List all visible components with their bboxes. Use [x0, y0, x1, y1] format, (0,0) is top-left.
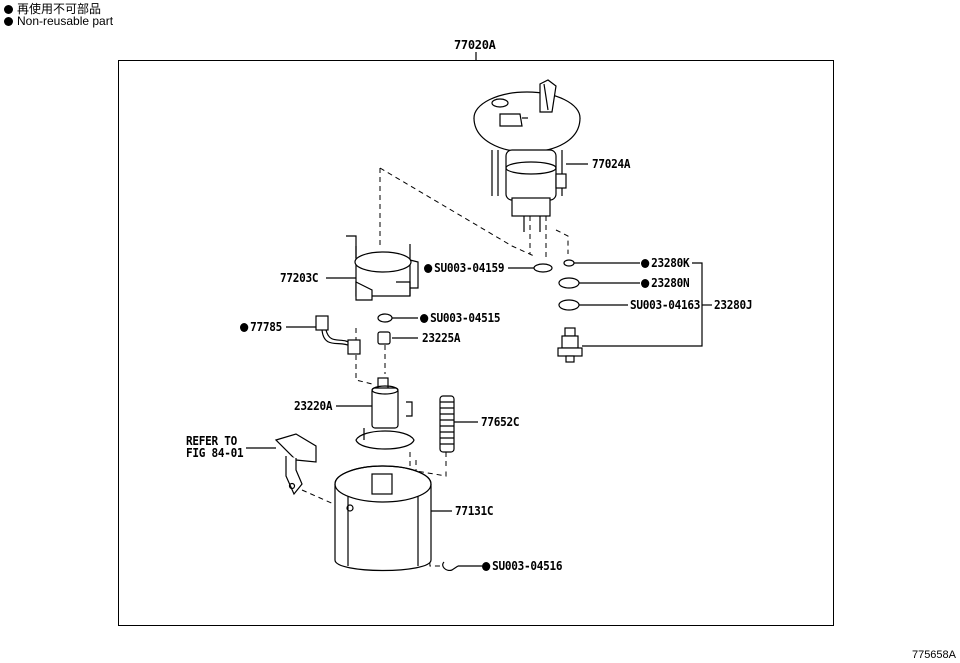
- assembly-label: 77020A: [454, 38, 496, 52]
- part-label-77785: 77785: [240, 320, 282, 334]
- non-reusable-bullet-icon: [641, 279, 650, 288]
- part-label-SU003-04516: SU003-04516: [482, 559, 562, 573]
- part-label-77131C: 77131C: [455, 504, 494, 518]
- part-label-77652C: 77652C: [481, 415, 520, 429]
- part-label-77024A: 77024A: [592, 157, 631, 171]
- non-reusable-bullet-icon: [420, 314, 429, 323]
- part-label-SU003-04159: SU003-04159: [424, 261, 504, 275]
- part-label-23280J: 23280J: [714, 298, 753, 312]
- gasket-23280K: [563, 259, 575, 267]
- non-reusable-bullet-icon: [240, 323, 249, 332]
- part-label-23225A: 23225A: [422, 331, 461, 345]
- legend-jp-text: 再使用不可部品: [17, 2, 102, 16]
- part-label-23280K: 23280K: [641, 256, 690, 270]
- reference-label-line2: FIG 84-01: [186, 446, 244, 460]
- illustration-id: 775658A: [911, 649, 956, 661]
- part-label-77203C: 77203C: [280, 271, 319, 285]
- o-ring-SU003-04159: [533, 263, 553, 273]
- collar-23225A: [377, 331, 391, 345]
- wire-harness-77785: [315, 315, 361, 355]
- o-ring-SU003-04515: [377, 313, 393, 323]
- non-reusable-bullet-icon: [482, 562, 491, 571]
- legend-non-reusable-jp: 再使用不可部品: [4, 2, 101, 16]
- non-reusable-bullet-icon: [424, 264, 433, 273]
- non-reusable-bullet-icon: [641, 259, 650, 268]
- non-reusable-bullet-icon: [4, 5, 13, 14]
- reference-label-line1: REFER TO: [186, 434, 237, 448]
- fuel-pump-23220A: [355, 377, 415, 450]
- legend-non-reusable-en: Non-reusable part: [4, 14, 113, 28]
- pressure-regulator-23280J: [557, 327, 583, 363]
- part-label-SU003-04163: SU003-04163: [630, 298, 701, 312]
- part-label-SU003-04515: SU003-04515: [420, 311, 500, 325]
- non-reusable-bullet-icon: [4, 17, 13, 26]
- bracket-77203C: [346, 235, 419, 301]
- level-gauge-bracket: [274, 433, 317, 496]
- assembly-frame: [118, 60, 834, 626]
- legend-en-text: Non-reusable part: [17, 14, 114, 28]
- part-label-23220A: 23220A: [294, 399, 333, 413]
- clip-SU003-04516: [442, 561, 459, 571]
- fuel-pump-flange-assembly-77024A: [473, 79, 581, 232]
- fuel-sub-tank-77131C: [334, 465, 432, 572]
- part-label-23280N: 23280N: [641, 276, 690, 290]
- fuel-filter-77652C: [439, 395, 455, 453]
- o-ring-23280N: [558, 277, 580, 289]
- o-ring-SU003-04163: [558, 299, 580, 311]
